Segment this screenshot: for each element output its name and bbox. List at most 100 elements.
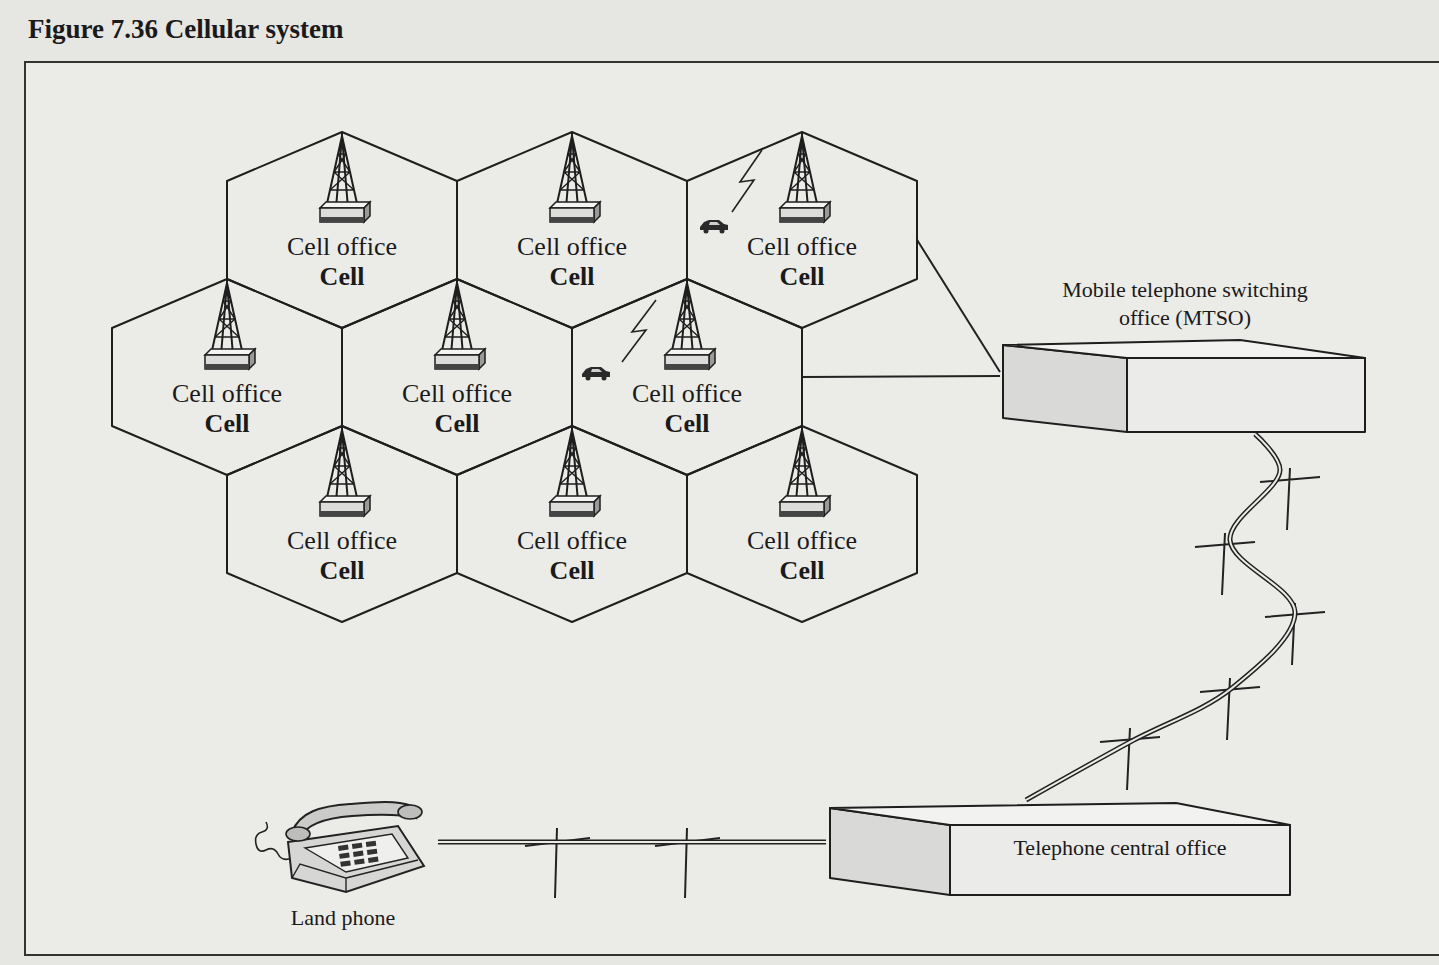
telephone-pole — [1200, 678, 1260, 740]
outline-face — [687, 132, 917, 328]
cell-hexagon: Cell officeCell — [687, 426, 917, 622]
telephone-wire — [438, 840, 826, 845]
telephone-wire — [1026, 434, 1295, 800]
node-outline — [457, 132, 687, 328]
figure-title: Figure 7.36 Cellular system — [28, 14, 343, 45]
cell-label: Cell — [572, 409, 802, 439]
connector-line — [802, 376, 1000, 377]
outline-face — [1003, 345, 1127, 432]
cell-office-label: Cell office — [227, 232, 457, 262]
cell-office-label: Cell office — [342, 379, 572, 409]
cell-office-label: Cell office — [457, 526, 687, 556]
cell-label: Cell — [457, 262, 687, 292]
phone-cord — [256, 822, 292, 859]
radio-signal — [622, 300, 656, 362]
cell-label: Cell — [342, 409, 572, 439]
cell-office-label: Cell office — [687, 232, 917, 262]
cell-tower — [550, 132, 600, 222]
telephone-pole — [1100, 728, 1160, 790]
outline-face — [227, 426, 457, 622]
node-outline — [572, 279, 802, 475]
text-group: Telephone central office — [950, 833, 1290, 862]
phone-key — [366, 841, 377, 847]
telephone-poles — [525, 468, 1325, 898]
connector-group — [438, 842, 826, 843]
text-group: Cell officeCell — [457, 232, 687, 292]
cell-tower — [435, 279, 485, 369]
land-phone-label: Land phone — [248, 905, 438, 931]
phone-key — [353, 851, 364, 857]
cell-tower — [780, 426, 830, 516]
cell-tower — [320, 132, 370, 222]
cell-office-label: Cell office — [687, 526, 917, 556]
cell-hexagon: Cell officeCell — [457, 426, 687, 622]
cell-hexagon: Cell officeCell — [342, 279, 572, 475]
land-phone-icon — [256, 802, 424, 892]
cell-label: Cell — [457, 556, 687, 586]
cell-hexagon: Cell officeCell — [227, 426, 457, 622]
land-phone: Land phone — [248, 790, 438, 940]
cell-label: Cell — [227, 262, 457, 292]
outline-face — [342, 279, 572, 475]
connector-line — [917, 240, 1000, 372]
telephone-pole — [1265, 603, 1325, 665]
node-outline — [227, 426, 457, 622]
outline-face — [950, 825, 1290, 895]
phone-face — [305, 834, 408, 872]
text-group: Cell officeCell — [112, 379, 342, 439]
connector-group — [802, 376, 1000, 377]
node-outline — [457, 426, 687, 622]
phone-key — [340, 860, 351, 866]
mobile-car — [700, 220, 728, 234]
wire-gap — [438, 841, 826, 843]
text-group: Cell officeCell — [342, 379, 572, 439]
cell-tower — [780, 132, 830, 222]
cell-office-label: Cell office — [112, 379, 342, 409]
cell-office-label: Cell office — [457, 232, 687, 262]
connector-group — [1026, 434, 1295, 800]
cell-hexagon: Cell officeCell — [112, 279, 342, 475]
cell-hexagon: Cell officeCell — [227, 132, 457, 328]
text-group: Cell officeCell — [572, 379, 802, 439]
phone-keypad — [338, 841, 379, 867]
node-outline — [112, 279, 342, 475]
node-outline — [687, 132, 917, 328]
cell-label: Cell — [687, 556, 917, 586]
figure-frame — [25, 62, 1439, 955]
cell-tower — [550, 426, 600, 516]
phone-body — [288, 826, 424, 892]
text-group: Mobile telephone switching office (MTSO) — [1000, 276, 1370, 332]
wire-gap — [1026, 434, 1295, 800]
central-office-box: Telephone central office — [826, 800, 1294, 900]
node-outline — [227, 132, 457, 328]
cell-hexagon: Cell officeCell — [457, 132, 687, 328]
telephone-pole — [1260, 468, 1320, 530]
phone-key — [339, 853, 350, 859]
phone-key — [352, 843, 363, 849]
cell-tower — [665, 279, 715, 369]
phone-key — [354, 859, 365, 865]
cell-hexagon: Cell officeCell — [687, 132, 917, 328]
cell-tower — [320, 426, 370, 516]
outline-face — [1127, 358, 1365, 432]
phone-edge — [292, 860, 418, 892]
text-group: Cell officeCell — [687, 526, 917, 586]
phone-key — [368, 857, 379, 863]
text-group: Land phone — [248, 905, 438, 931]
cell-hexagon: Cell officeCell — [572, 279, 802, 475]
text-group: Cell officeCell — [457, 526, 687, 586]
cell-label: Cell — [687, 262, 917, 292]
mtso-box: Mobile telephone switching office (MTSO) — [1000, 272, 1370, 434]
cell-office-label: Cell office — [227, 526, 457, 556]
connector-group — [917, 240, 1000, 372]
outline-face — [457, 426, 687, 622]
phone-handset — [292, 802, 416, 838]
phone-key — [338, 845, 349, 851]
telephone-pole — [1195, 533, 1255, 595]
central-office-label: Telephone central office — [950, 833, 1290, 862]
text-group: Cell officeCell — [227, 232, 457, 292]
cell-label: Cell — [227, 556, 457, 586]
outline-face — [830, 803, 1290, 825]
outline-face — [457, 132, 687, 328]
outline-face — [112, 279, 342, 475]
